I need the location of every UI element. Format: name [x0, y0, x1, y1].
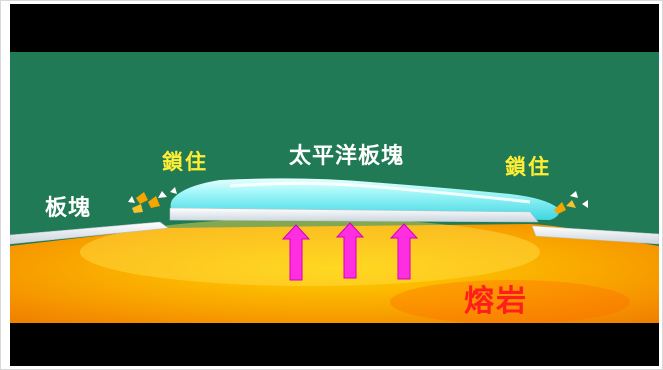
magma-hotspot — [390, 280, 630, 323]
label-locked-left: 鎖住 — [162, 150, 208, 174]
plate-left-slab — [10, 221, 169, 245]
magma-arrow-3 — [389, 223, 419, 280]
magma-arrow-2 — [335, 222, 365, 279]
locked-zone-left-debris — [128, 187, 177, 213]
magma-arrow-1 — [281, 224, 311, 281]
label-locked-right: 鎖住 — [505, 155, 551, 179]
pacific-plate-highlight — [229, 181, 531, 204]
pacific-plate-base — [169, 207, 539, 223]
locked-zone-right-debris — [554, 191, 588, 214]
plate-right-slab — [531, 225, 659, 245]
label-magma: 熔岩 — [464, 284, 528, 319]
plate-diagram — [10, 52, 659, 323]
letterbox-bottom — [10, 323, 659, 366]
label-plate-left: 板塊 — [45, 196, 92, 221]
magma-glow — [80, 218, 540, 286]
magma-body — [10, 224, 659, 323]
letterbox-top — [10, 4, 659, 52]
label-pacific-plate: 太平洋板塊 — [289, 144, 405, 169]
